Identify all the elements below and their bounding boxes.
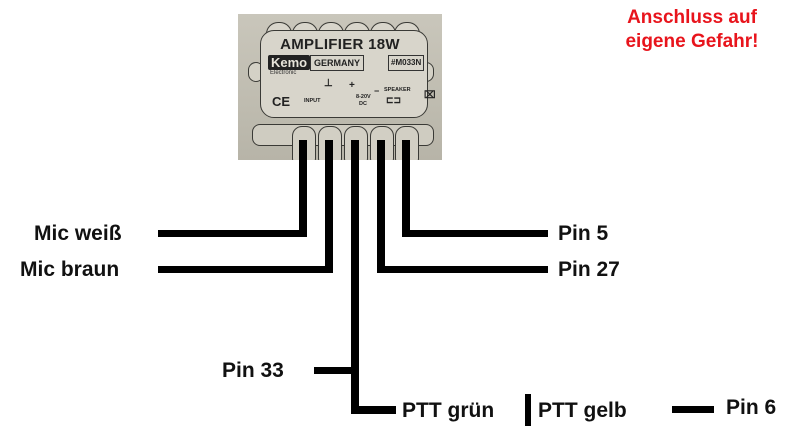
country-label: GERMANY xyxy=(310,55,365,71)
supply-voltage: 8-20V xyxy=(356,94,371,100)
wire-pin27-vertical xyxy=(377,140,385,273)
wire-mic-white-horizontal xyxy=(158,230,307,237)
input-label: INPUT xyxy=(304,98,321,104)
ground-symbol-icon: ⊥ xyxy=(324,78,333,89)
label-pin27: Pin 27 xyxy=(558,258,620,281)
plus-label: + xyxy=(349,80,355,91)
weee-bin-icon: ⌧ xyxy=(424,90,436,101)
wire-ptt-green xyxy=(351,406,396,414)
ptt-separator xyxy=(525,394,531,426)
model-number: #M033N xyxy=(388,55,425,71)
label-ptt-green: PTT grün xyxy=(402,399,495,422)
wire-pin27-horizontal xyxy=(377,266,548,273)
label-pin6: Pin 6 xyxy=(726,396,777,419)
supply-unit: DC xyxy=(359,101,367,107)
warning-line-2: eigene Gefahr! xyxy=(625,31,759,52)
speaker-label: SPEAKER xyxy=(384,87,411,93)
speaker-icon: ⊏⊐ xyxy=(386,95,402,105)
label-mic-brown: Mic braun xyxy=(20,258,120,281)
wire-mic-brown-horizontal xyxy=(158,266,333,273)
wire-pin5-horizontal xyxy=(402,230,548,237)
label-mic-white: Mic weiß xyxy=(34,222,122,245)
wire-ptt-yellow-pin6 xyxy=(672,406,714,413)
label-ptt-yellow: PTT gelb xyxy=(538,399,627,422)
minus-label: − xyxy=(374,86,380,96)
wire-mic-white-vertical xyxy=(299,140,307,237)
brand-logo: Kemo xyxy=(268,55,311,70)
amplifier-module-photo: AMPLIFIER 18W Kemo GERMANY #M033N Electr… xyxy=(238,14,442,160)
label-pin33: Pin 33 xyxy=(222,359,284,382)
wire-mic-brown-vertical xyxy=(325,140,333,273)
wire-supply-vertical xyxy=(351,140,359,414)
brand-subtitle: Electronic xyxy=(270,70,297,76)
label-pin5: Pin 5 xyxy=(558,222,609,245)
warning-line-1: Anschluss auf xyxy=(627,7,757,28)
module-title: AMPLIFIER 18W xyxy=(280,36,400,53)
warning-text: Anschluss auf eigene Gefahr! xyxy=(592,6,792,54)
wire-pin5-vertical xyxy=(402,140,410,237)
module-label-plate xyxy=(260,30,428,118)
ce-mark-icon: CE xyxy=(272,94,291,109)
wire-pin33-branch xyxy=(314,367,356,374)
